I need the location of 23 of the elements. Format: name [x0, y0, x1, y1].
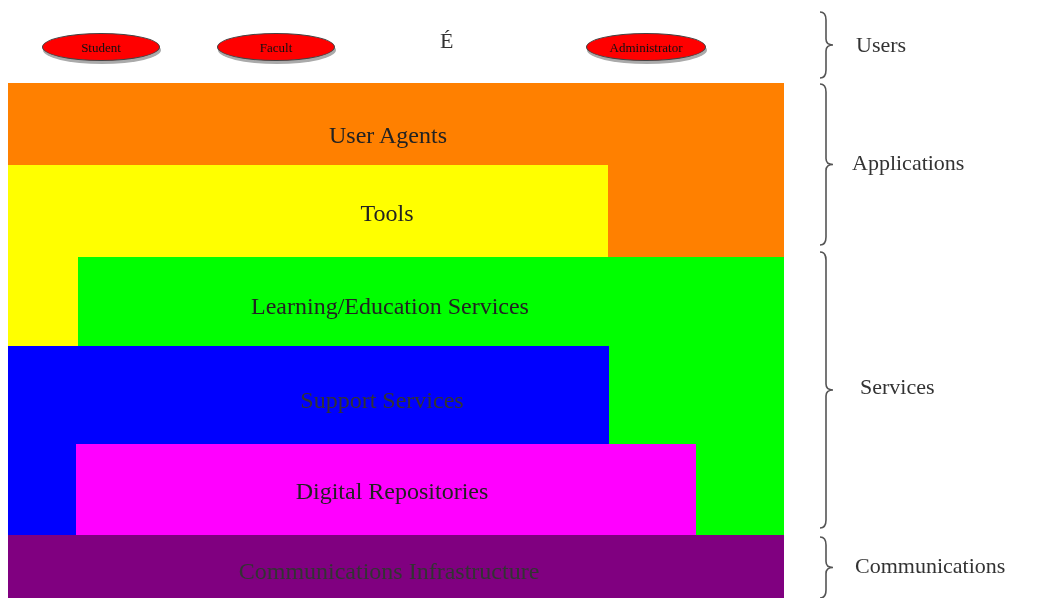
layer-box	[8, 165, 608, 257]
layer-box	[8, 346, 609, 444]
brace-label: Services	[860, 376, 935, 398]
layer-label: Learning/Education Services	[251, 294, 529, 318]
brace-label: Users	[856, 34, 907, 56]
layer-label: Digital Repositories	[295, 479, 489, 503]
layer-label: Support Services	[300, 388, 464, 412]
layer-box	[76, 444, 696, 535]
user-ellipse	[586, 33, 706, 61]
user-ellipse	[217, 33, 335, 61]
brace-label: Communications	[855, 555, 1006, 577]
user-label: Administrator	[609, 40, 683, 54]
layer-box	[8, 535, 784, 598]
brace-label: Applications	[852, 152, 965, 174]
layer-label: User Agents	[329, 123, 447, 147]
layer-box	[8, 83, 784, 165]
layer-box	[78, 257, 784, 346]
layer-label: Communications Infrastructure	[238, 559, 540, 583]
layer-label: Tools	[360, 201, 414, 225]
glyph-label: É	[440, 30, 454, 52]
user-label: Facult	[259, 40, 293, 54]
user-label: Student	[81, 40, 121, 54]
user-ellipse	[42, 33, 160, 61]
